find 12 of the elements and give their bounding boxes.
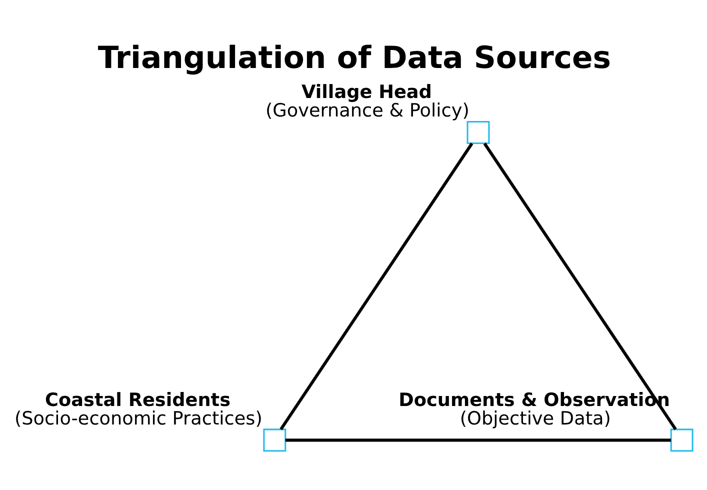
node-label: (Socio-economic Practices)	[14, 408, 262, 430]
node-label: (Governance & Policy)	[265, 100, 470, 122]
node-box	[670, 428, 694, 452]
connector	[285, 438, 671, 442]
connector	[280, 142, 474, 430]
node-label: Village Head	[301, 82, 432, 104]
node-label: Coastal Residents	[45, 390, 231, 411]
node-label: (Objective Data)	[460, 408, 611, 430]
diagram-title: Triangulation of Data Sources	[98, 41, 611, 76]
node-box	[263, 428, 286, 452]
connector	[483, 142, 677, 430]
node-box	[466, 121, 490, 144]
